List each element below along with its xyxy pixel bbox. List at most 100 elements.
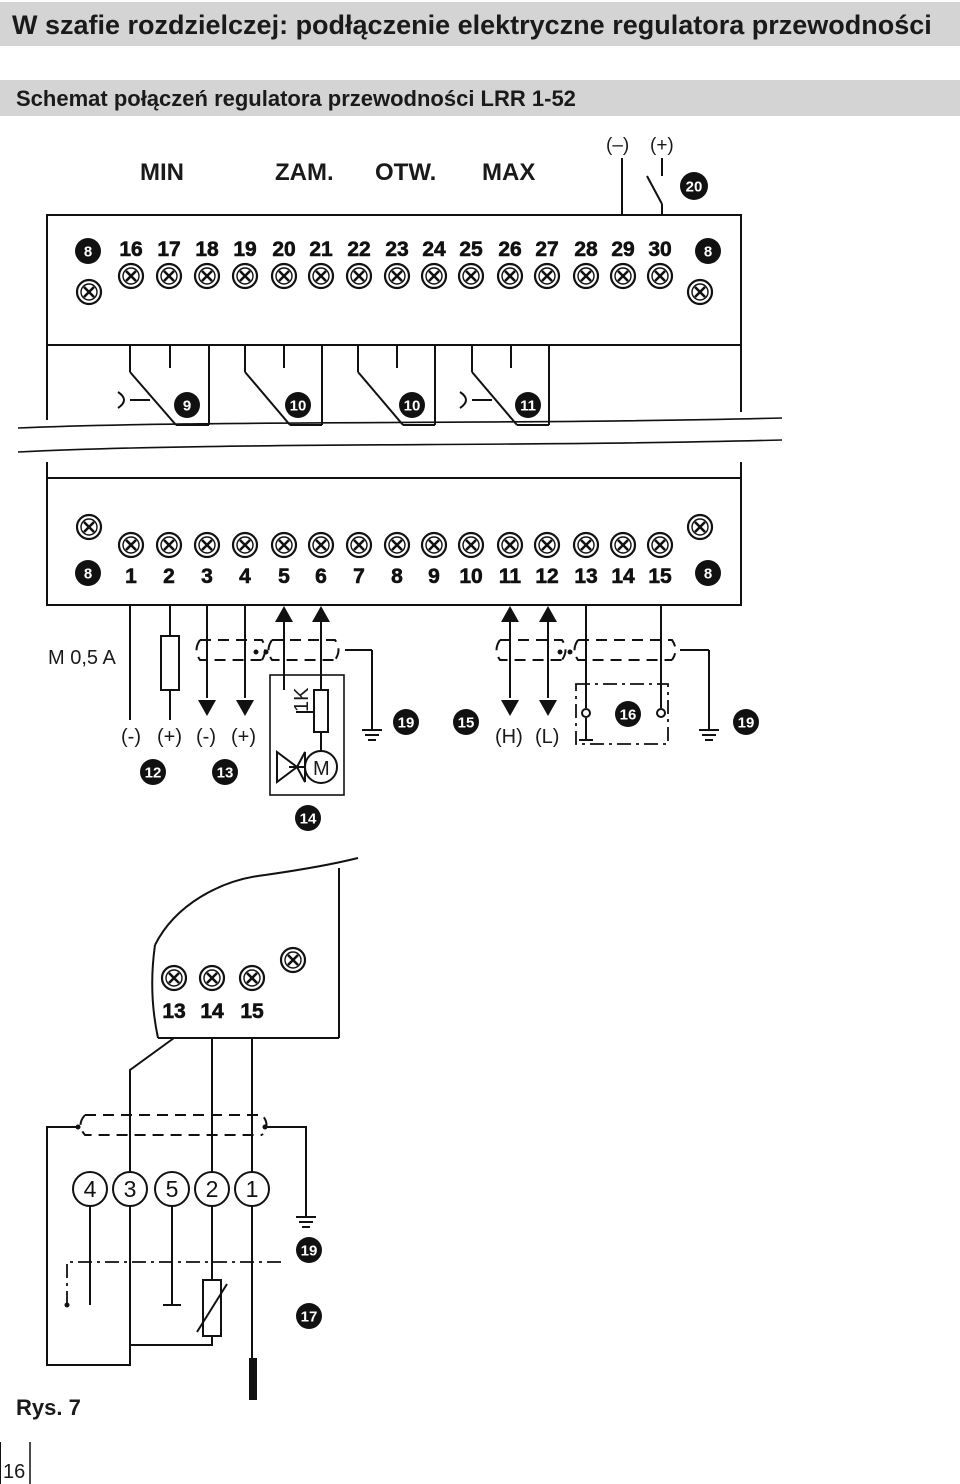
terminal-number: 17 (157, 238, 180, 261)
bottom-housing (46, 462, 742, 606)
sensor-pin (154, 1171, 190, 1207)
page-title: W szafie rozdzielczej: podłączenie elekt… (12, 10, 932, 40)
figure-caption: Rys. 7 (16, 1395, 81, 1420)
supply-minus-label: (–) (606, 135, 629, 156)
badge-actuator: 14 (295, 805, 321, 831)
terminal-number: 25 (459, 238, 483, 261)
screw-icon (533, 262, 561, 290)
badge-earth: 19 (393, 709, 419, 735)
signal-out-pos-label: (+) (157, 726, 182, 748)
screw-icon (496, 531, 524, 559)
screw-icon (457, 262, 485, 290)
screw-icon (75, 513, 103, 541)
sensor-pin-number: 1 (246, 1176, 259, 1202)
svg-text:10: 10 (404, 398, 421, 415)
header-bar (0, 2, 960, 46)
terminal-number: 14 (200, 1000, 224, 1023)
badge-screw-left: 8 (75, 238, 101, 264)
screw-icon (646, 262, 674, 290)
mode-zam-label: ZAM. (275, 159, 334, 186)
badge-signal-out: 12 (140, 759, 166, 785)
screw-icon (420, 262, 448, 290)
sensor-pin-number: 4 (84, 1176, 97, 1202)
terminal-number: 24 (422, 238, 446, 261)
mode-otw-label: OTW. (375, 159, 436, 186)
resistor-box-wiring (567, 605, 710, 745)
badge-sensor: 17 (296, 1303, 322, 1329)
badge-relay-min: 9 (174, 392, 200, 418)
svg-text:13: 13 (217, 765, 234, 782)
screw-icon (231, 531, 259, 559)
terminal-number: 26 (498, 238, 521, 261)
screw-icon (383, 531, 411, 559)
svg-text:8: 8 (84, 566, 92, 583)
screw-icon (533, 531, 561, 559)
svg-text:10: 10 (290, 398, 307, 415)
svg-text:9: 9 (183, 398, 191, 415)
svg-text:11: 11 (520, 398, 536, 415)
screw-icon (75, 278, 103, 306)
svg-text:19: 19 (301, 1243, 318, 1260)
svg-text:17: 17 (301, 1309, 318, 1326)
terminal-number: 20 (272, 238, 295, 261)
relay-otw (357, 345, 436, 426)
relay-zam (244, 345, 323, 426)
potentiometer-label: 1K (291, 687, 313, 712)
bus-h-label: (H) (495, 726, 523, 748)
signal-in-pos-label: (+) (231, 726, 256, 748)
badge-screw-right: 8 (695, 238, 721, 264)
terminal-number: 8 (391, 565, 403, 588)
sensor-pin-number: 2 (206, 1176, 219, 1202)
terminal-number: 6 (315, 565, 327, 588)
terminal-number: 4 (239, 565, 251, 588)
sensor-pin (194, 1171, 230, 1207)
screw-icon (572, 531, 600, 559)
screw-icon (383, 262, 411, 290)
svg-text:8: 8 (84, 244, 92, 261)
terminal-number: 21 (309, 238, 333, 261)
terminal-number: 2 (163, 565, 175, 588)
terminal-number: 15 (648, 565, 672, 588)
sensor-pin (72, 1171, 108, 1207)
badge-earth-3: 19 (296, 1237, 322, 1263)
badge-screw-right-bottom: 8 (695, 560, 721, 586)
svg-text:8: 8 (704, 566, 712, 583)
screw-icon (231, 262, 259, 290)
sensor-pin (234, 1171, 270, 1207)
screw-icon (198, 964, 226, 992)
top-housing (46, 214, 742, 420)
badge-relay-zam: 10 (285, 392, 311, 418)
terminal-number: 11 (499, 565, 522, 588)
terminal-number: 23 (385, 238, 408, 261)
break-line (17, 417, 783, 429)
terminal-number: 13 (574, 565, 597, 588)
diagram-title: Schemat połączeń regulatora przewodności… (16, 86, 576, 111)
bus-l-label: (L) (535, 726, 559, 748)
terminal-number: 7 (353, 565, 365, 588)
svg-text:19: 19 (398, 715, 415, 732)
screw-icon (345, 531, 373, 559)
signal-in-neg-label: (-) (196, 726, 216, 748)
screw-icon (457, 531, 485, 559)
svg-text:12: 12 (145, 765, 162, 782)
screw-icon (117, 262, 145, 290)
terminal-number: 15 (240, 1000, 264, 1023)
screw-icon (307, 262, 335, 290)
screw-icon (155, 531, 183, 559)
screw-icon (238, 964, 266, 992)
svg-text:8: 8 (704, 244, 712, 261)
svg-text:14: 14 (300, 811, 317, 828)
badge-screw-left-bottom: 8 (75, 560, 101, 586)
screw-icon (572, 262, 600, 290)
terminal-number: 14 (611, 565, 635, 588)
sensor-pin (112, 1171, 148, 1207)
screw-icon (270, 262, 298, 290)
terminal-number: 29 (611, 238, 634, 261)
mode-max-label: MAX (482, 159, 535, 186)
screw-icon (160, 964, 188, 992)
screw-icon (155, 262, 183, 290)
